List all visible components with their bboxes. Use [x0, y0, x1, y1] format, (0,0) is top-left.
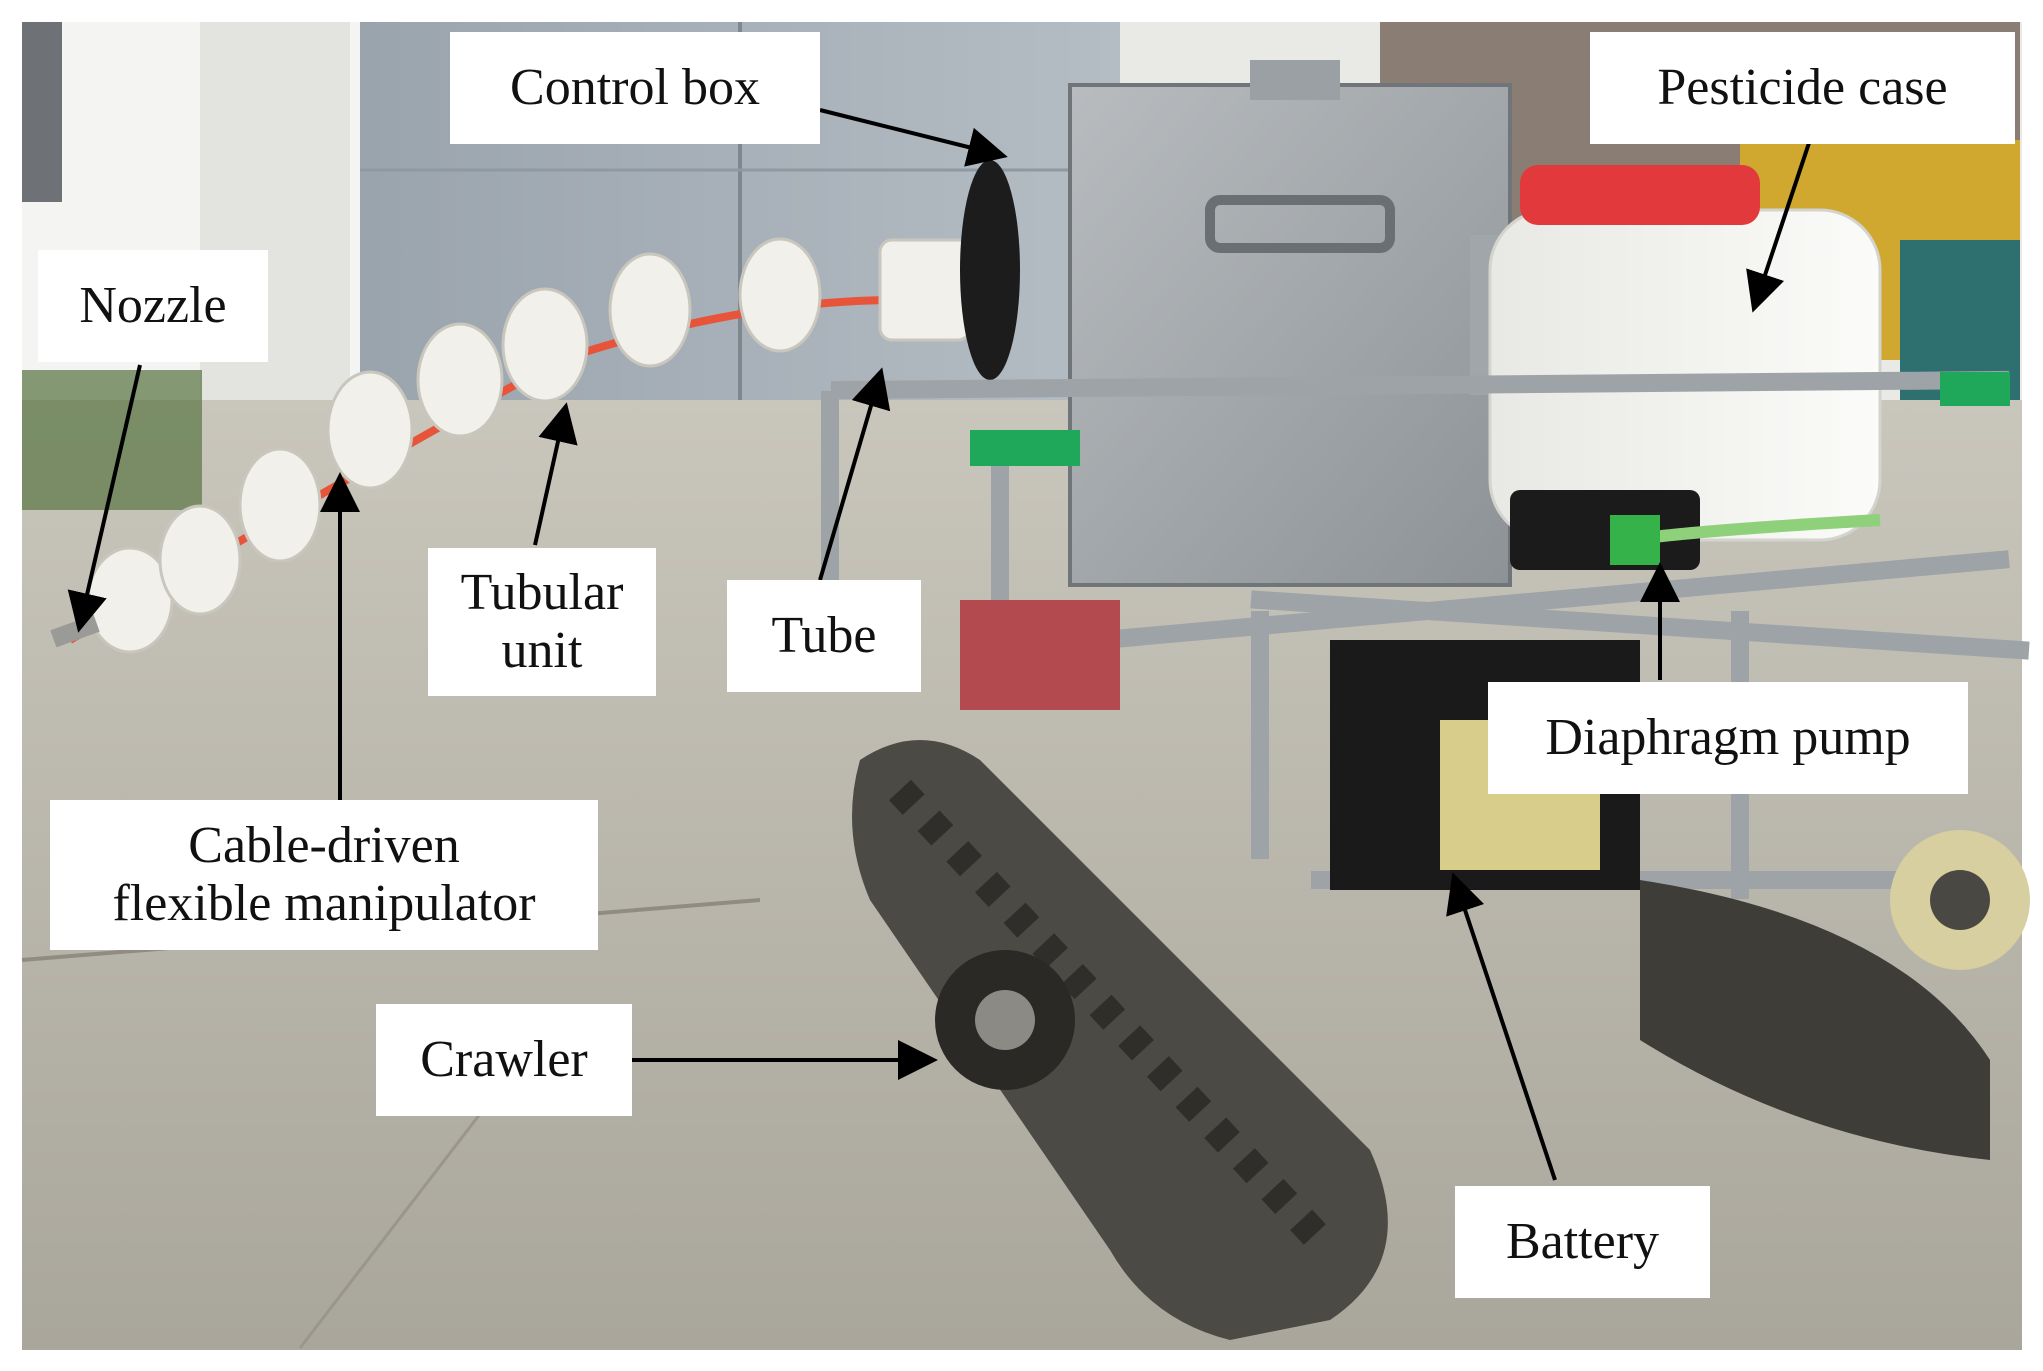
label-crawler: Crawler: [376, 1004, 632, 1116]
label-manipulator-line2: flexible manipulator: [112, 875, 536, 932]
label-diaphragm-pump: Diaphragm pump: [1488, 682, 1968, 794]
label-manipulator-line1: Cable-driven: [188, 816, 460, 874]
label-pesticide-case-text: Pesticide case: [1657, 58, 1948, 116]
label-battery-text: Battery: [1505, 1212, 1660, 1270]
label-tube: Tube: [727, 580, 921, 692]
label-tubular-unit-line2: unit: [501, 622, 583, 679]
label-tubular-unit: Tubular unit: [428, 548, 656, 696]
label-control-box-text: Control box: [510, 58, 760, 116]
label-control-box: Control box: [450, 32, 820, 144]
label-nozzle: Nozzle: [38, 250, 268, 362]
label-nozzle-text: Nozzle: [79, 276, 227, 334]
label-pesticide-case: Pesticide case: [1590, 32, 2015, 144]
label-tubular-unit-line1: Tubular: [460, 563, 624, 621]
label-battery: Battery: [1455, 1186, 1710, 1298]
label-tube-text: Tube: [771, 606, 877, 664]
label-diaphragm-pump-text: Diaphragm pump: [1545, 708, 1911, 766]
label-crawler-text: Crawler: [420, 1030, 588, 1088]
label-manipulator: Cable-driven flexible manipulator: [50, 800, 598, 950]
